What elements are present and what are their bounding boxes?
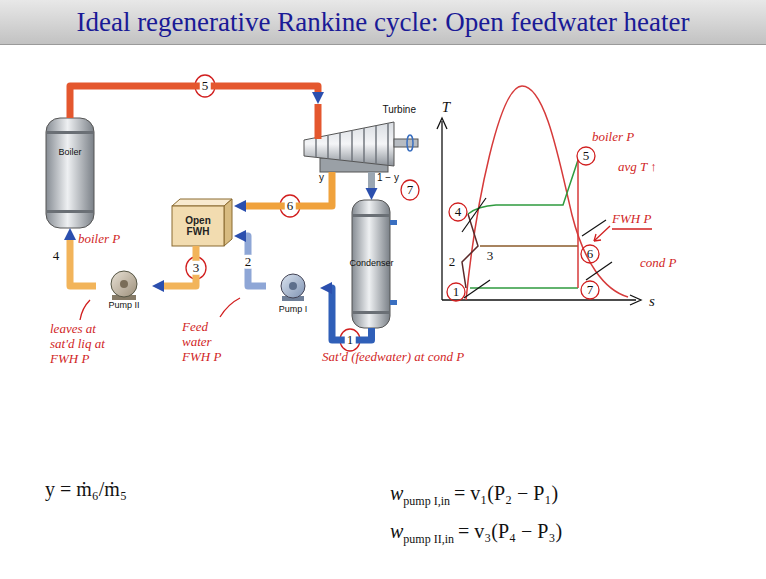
handwritten-note: Feed water FWH P [182,320,238,365]
state-point: 1 [453,285,460,299]
state-number: 6 [285,199,296,213]
state-number: 7 [407,183,414,197]
feedwater-heater-label: Open FWH [175,215,221,237]
state-point: 6 [587,247,594,261]
axis-label: T [442,99,450,116]
handwritten-note: FWH P [612,212,651,227]
condenser-label: Condenser [349,259,393,269]
state-point: 2 [449,255,456,269]
state-number: 2 [243,255,254,269]
equation: = v₁(P₂ − P₁) [454,482,558,504]
state-point: 5 [583,149,590,163]
state-number: 4 [53,249,60,263]
state-point: 3 [487,249,494,263]
handwritten-note: cond P [640,256,676,271]
flow-fraction: y [319,172,324,183]
equation-row: y = ṁ₆/ṁ₅ [45,478,127,501]
equation: = v₃(P₄ − P₃) [458,520,562,542]
title-bar: Ideal regenerative Rankine cycle: Open f… [0,0,766,45]
pump: Pump I [266,272,320,316]
turbine: Turbine [300,104,420,172]
equation-symbol: w [390,482,403,504]
equation-subscript: pump II,in [403,532,454,546]
turbine-label: Turbine [382,104,416,115]
state-point: 4 [455,205,462,219]
equation-row: wpump II,in = v₃(P₄ − P₃) [390,520,562,547]
state-point: 7 [587,283,594,297]
handwritten-note: boiler P [592,130,634,145]
handwritten-note: leaves at sat'd liq at FWH P [50,322,122,367]
equation: y = ṁ₆/ṁ₅ [45,478,127,500]
handwritten-note: Sat'd (feedwater) at cond P [322,350,472,365]
boiler-vessel-label: Boiler [58,148,81,158]
handwritten-note: boiler P [78,232,120,247]
condenser: Condenser [345,200,398,328]
state-number: 3 [191,261,202,275]
equation-subscript: pump I,in [403,494,450,508]
handwritten-note: avg T ↑ [618,160,657,175]
state-number: 5 [200,79,211,93]
pipe [70,86,318,118]
feedwater-heater: Open FWH [170,198,234,246]
pipe [368,172,375,190]
state-number: 1 [345,333,356,347]
pump: Pump II [96,268,152,312]
slide-title: Ideal regenerative Rankine cycle: Open f… [76,7,689,38]
boiler-vessel: Boiler [42,118,98,228]
flow-fraction: 1 − y [377,172,399,183]
equation-row: wpump I,in = v₁(P₂ − P₁) [390,482,558,509]
equation-symbol: w [390,520,403,542]
pump-label: Pump II [108,301,139,311]
pump-label: Pump I [279,305,308,315]
axis-label: s [649,293,655,310]
